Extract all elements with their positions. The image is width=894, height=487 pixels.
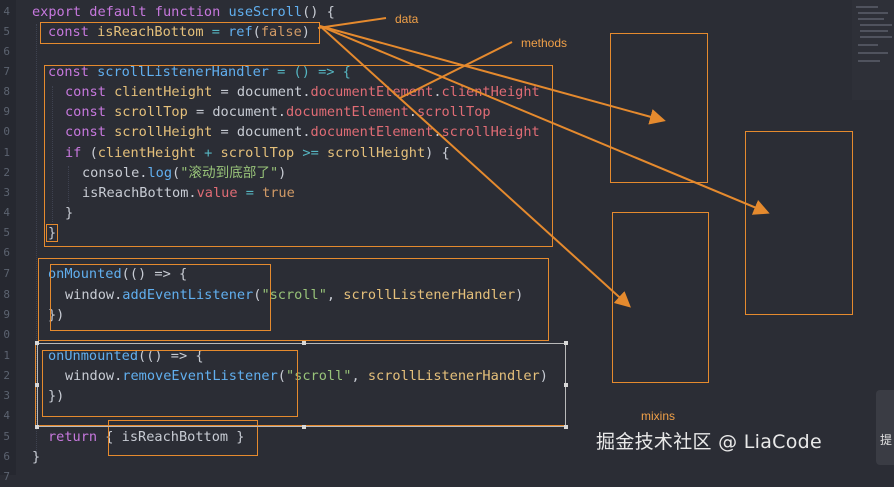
code-line-12[interactable]: } bbox=[48, 225, 57, 241]
onmounted-inner-box[interactable] bbox=[50, 264, 271, 331]
line-number-gutter bbox=[0, 0, 16, 475]
methods-label: methods bbox=[521, 36, 568, 50]
resize-handle[interactable] bbox=[302, 425, 306, 429]
line-number: 0 bbox=[3, 328, 10, 341]
code-line-6[interactable]: const scrollTop = document.documentEleme… bbox=[65, 104, 491, 120]
line-number: 2 bbox=[3, 166, 10, 179]
mixins-label: mixins bbox=[641, 409, 676, 423]
line-number: 7 bbox=[3, 65, 10, 78]
code-line-7[interactable]: const scrollHeight = document.documentEl… bbox=[65, 124, 540, 140]
line-number: 3 bbox=[3, 389, 10, 402]
arrow-to-bottom-box bbox=[319, 25, 631, 308]
code-line-15[interactable]: window.addEventListener("scroll", scroll… bbox=[65, 287, 524, 303]
code-line-23[interactable]: } bbox=[32, 449, 41, 465]
resize-handle[interactable] bbox=[564, 341, 568, 345]
line-number: 8 bbox=[3, 288, 10, 301]
indent-guide bbox=[52, 86, 53, 222]
line-number: 3 bbox=[3, 186, 10, 199]
side-panel-tab-label: 提 bbox=[880, 433, 893, 447]
line-number: 1 bbox=[3, 146, 10, 159]
line-number: 6 bbox=[3, 450, 10, 463]
data-label: data bbox=[395, 12, 419, 26]
line-number: 6 bbox=[3, 45, 10, 58]
onmounted-outer-box[interactable] bbox=[38, 258, 549, 341]
target-box-right[interactable] bbox=[745, 131, 853, 315]
code-line-14[interactable]: onMounted(() => { bbox=[48, 266, 188, 282]
resize-handle[interactable] bbox=[35, 383, 39, 387]
code-line-19[interactable]: window.removeEventListener("scroll", scr… bbox=[65, 368, 548, 384]
arrow-to-right-box bbox=[319, 25, 770, 215]
return-highlight-box[interactable] bbox=[108, 420, 258, 456]
line-number: 6 bbox=[3, 246, 10, 259]
target-box-top[interactable] bbox=[610, 33, 708, 183]
line-number: 4 bbox=[3, 5, 10, 18]
code-line-18[interactable]: onUnmounted(() => { bbox=[48, 348, 204, 364]
code-line-4[interactable]: const scrollListenerHandler = () => { bbox=[48, 64, 351, 80]
code-line-8[interactable]: if (clientHeight + scrollTop >= scrollHe… bbox=[65, 145, 450, 161]
code-line-20[interactable]: }) bbox=[48, 388, 65, 404]
line-number: 5 bbox=[3, 226, 10, 239]
line-number: 8 bbox=[3, 85, 10, 98]
line-number: 5 bbox=[3, 430, 10, 443]
line-number: 9 bbox=[3, 308, 10, 321]
line-number: 2 bbox=[3, 369, 10, 382]
line-number: 5 bbox=[3, 25, 10, 38]
arrow-methods-label bbox=[399, 41, 513, 99]
resize-handle[interactable] bbox=[564, 425, 568, 429]
line-number: 7 bbox=[3, 267, 10, 280]
code-line-22[interactable]: return { isReachBottom } bbox=[48, 429, 245, 445]
resize-handle[interactable] bbox=[564, 383, 568, 387]
code-line-11[interactable]: } bbox=[65, 205, 74, 221]
line-number: 4 bbox=[3, 409, 10, 422]
line-number: 0 bbox=[3, 125, 10, 138]
line-number: 1 bbox=[3, 349, 10, 362]
resize-handle[interactable] bbox=[35, 341, 39, 345]
data-highlight-box[interactable] bbox=[40, 22, 320, 44]
indent-guide bbox=[36, 24, 37, 460]
code-line-2[interactable]: const isReachBottom = ref(false) bbox=[48, 24, 310, 40]
methods-highlight-box[interactable] bbox=[44, 65, 553, 247]
resize-handle[interactable] bbox=[302, 341, 306, 345]
code-line-16[interactable]: }) bbox=[48, 307, 65, 323]
target-box-bottom[interactable] bbox=[612, 212, 709, 383]
watermark-text: 掘金技术社区 @ LiaCode bbox=[596, 431, 823, 453]
code-line-10[interactable]: isReachBottom.value = true bbox=[82, 185, 295, 201]
indent-guide bbox=[68, 166, 69, 202]
code-line-1[interactable]: export default function useScroll() { bbox=[32, 4, 335, 20]
arrow-to-top-box bbox=[319, 25, 666, 125]
resize-handle[interactable] bbox=[35, 425, 39, 429]
code-line-9[interactable]: console.log("滚动到底部了") bbox=[82, 165, 287, 181]
side-panel-tab[interactable] bbox=[876, 390, 894, 465]
onunmounted-inner-box[interactable] bbox=[42, 350, 298, 417]
annotation-arrows bbox=[317, 17, 770, 308]
line-number: 4 bbox=[3, 206, 10, 219]
arrow-data-label bbox=[317, 17, 387, 29]
minimap[interactable] bbox=[852, 0, 894, 100]
closing-brace-box bbox=[46, 224, 58, 242]
line-number: 9 bbox=[3, 105, 10, 118]
